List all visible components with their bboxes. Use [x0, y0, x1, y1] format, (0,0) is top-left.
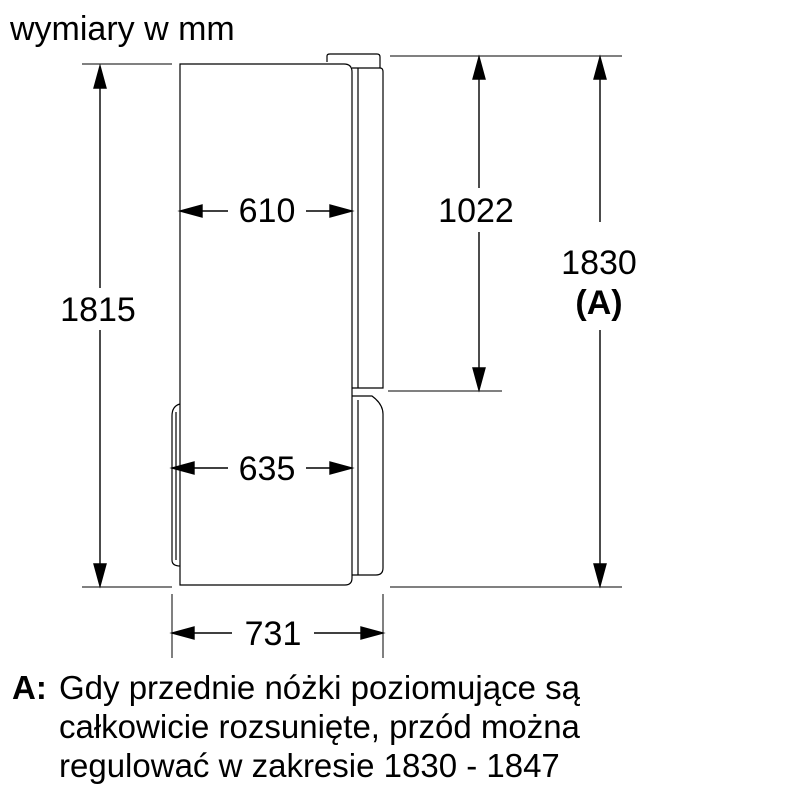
- upper-door: [352, 67, 384, 389]
- label-total-depth: 731: [245, 615, 302, 653]
- arrowhead-635-right: [329, 461, 355, 475]
- rear-bulge: [171, 403, 181, 567]
- label-upper-section-height: 1022: [438, 192, 514, 230]
- arrowhead-1022-bottom: [472, 367, 486, 393]
- door-handle-top: [326, 53, 381, 68]
- fridge-body: [179, 63, 353, 586]
- dimension-arrows: [93, 54, 607, 640]
- footnote-line: regulować w zakresie 1830 - 1847: [59, 747, 560, 784]
- footnote-line: Gdy przednie nóżki poziomujące są: [59, 669, 580, 706]
- units-label: wymiary w mm: [9, 10, 235, 48]
- lower-drawer: [352, 395, 384, 576]
- fridge-outline: [171, 53, 384, 586]
- footnote-key: A:: [12, 669, 47, 706]
- arrowhead-1830-top: [593, 54, 607, 80]
- arrowhead-731-left: [169, 626, 195, 640]
- footnote-body: Gdy przednie nóżki poziomujące są całkow…: [59, 668, 789, 785]
- arrowhead-610-right: [329, 204, 355, 218]
- label-total-height: 1815: [60, 291, 136, 329]
- arrowhead-610-left: [177, 204, 203, 218]
- arrowhead-1815-top: [93, 63, 107, 89]
- label-upper-depth: 610: [239, 192, 296, 230]
- arrowhead-1815-bottom: [93, 563, 107, 589]
- arrowhead-731-right: [360, 626, 386, 640]
- label-overall-height: 1830: [561, 244, 637, 282]
- arrowhead-635-left: [169, 461, 195, 475]
- arrowhead-1022-top: [472, 54, 486, 80]
- label-lower-depth: 635: [239, 450, 296, 488]
- arrowhead-1830-bottom: [593, 563, 607, 589]
- footnote-line: całkowicie rozsunięte, przód można: [59, 708, 580, 745]
- extension-lines: [82, 55, 622, 658]
- label-overall-height-ref: (A): [575, 284, 622, 322]
